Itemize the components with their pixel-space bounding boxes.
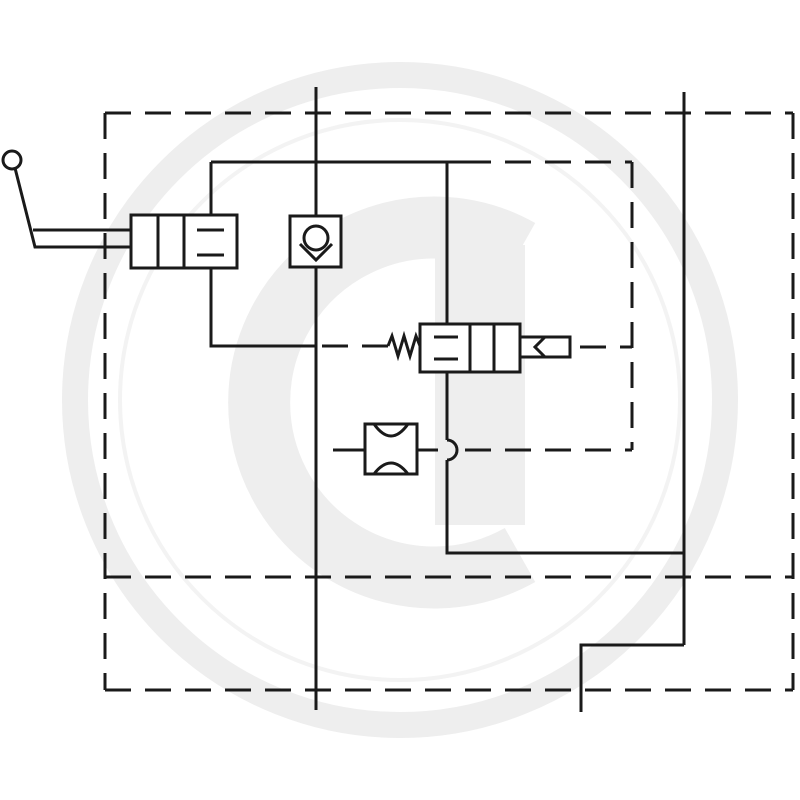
pressure-valve-with-spring [386,322,632,374]
manual-lever [1,149,131,249]
pipe-crossover [446,438,459,462]
outer-housing-boundary [103,111,795,692]
throttle-restrictor [333,422,438,476]
inner-subblock-boundary [465,160,634,452]
tank-line [579,643,684,712]
check-valve [288,214,343,269]
valve-outlet-line [209,268,316,348]
watermark-logo [62,62,738,738]
lower-return-line [445,460,684,555]
directional-valve [129,213,239,270]
